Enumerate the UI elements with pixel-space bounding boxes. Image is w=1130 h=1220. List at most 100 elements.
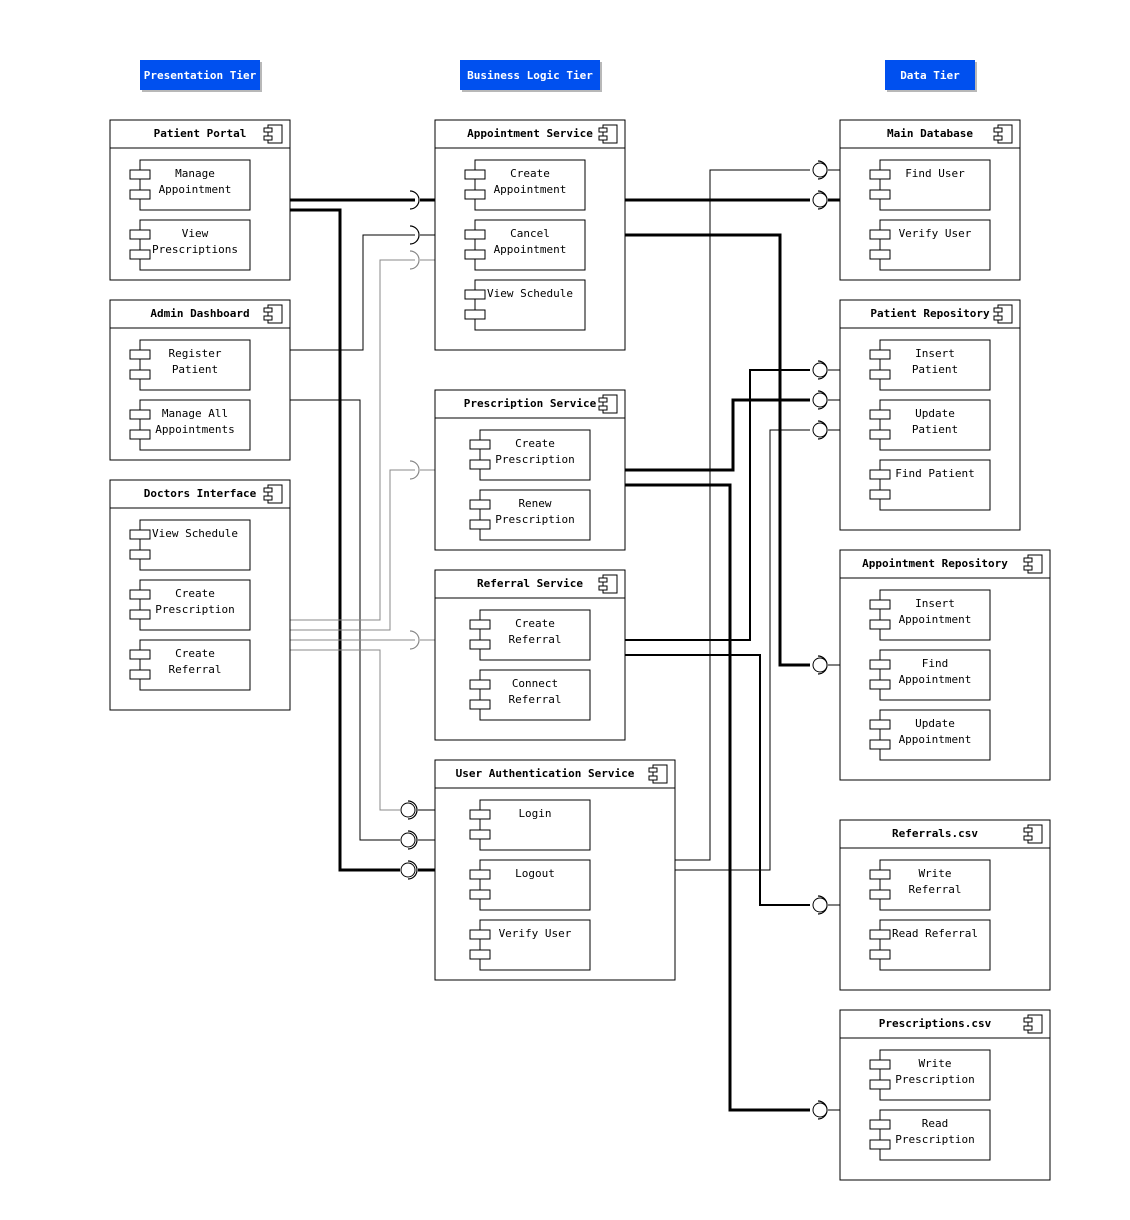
subcomponent-label: Insert: [915, 597, 955, 610]
interface-ball: [812, 657, 828, 673]
connector-line: [290, 208, 400, 872]
interface-socket: [407, 830, 418, 850]
connector-line: [290, 234, 415, 351]
subcomponent-label: Update: [915, 717, 955, 730]
components: Patient PortalManageAppointmentViewPresc…: [109, 119, 1051, 1181]
component-title: Doctors Interface: [144, 487, 257, 500]
interface-ball: [812, 392, 828, 408]
subcomponent-label: Prescription: [155, 603, 234, 616]
component-title: Admin Dashboard: [150, 307, 249, 320]
connector-line: [625, 654, 810, 906]
subcomponent-label: Prescription: [895, 1133, 974, 1146]
subcomponent-label: Patient: [912, 423, 958, 436]
tier-headers: Presentation Tier Business Logic Tier Data…: [140, 60, 977, 92]
subcomponent: Logout: [469, 859, 591, 911]
tier-label-data: Data Tier: [900, 69, 960, 82]
subcomponent: Read Referral: [869, 919, 991, 971]
component-title: Referral Service: [477, 577, 583, 590]
subcomponent-label: View Schedule: [487, 287, 573, 300]
connector-line: [625, 483, 810, 1112]
subcomponent-label: View: [182, 227, 209, 240]
subcomponent: Find User: [869, 159, 991, 211]
subcomponent-label: Appointments: [155, 423, 234, 436]
component-title: Main Database: [887, 127, 973, 140]
connector-line: [625, 398, 810, 472]
component-icon: [1023, 824, 1043, 844]
subcomponent-label: Appointment: [899, 733, 972, 746]
component-appointment-repository: Appointment RepositoryInsertAppointmentF…: [839, 549, 1051, 781]
subcomponent-label: View Schedule: [152, 527, 238, 540]
subcomponent-label: Login: [518, 807, 551, 820]
subcomponent: Verify User: [469, 919, 591, 971]
subcomponent-label: Register: [169, 347, 222, 360]
subcomponent-label: Create: [515, 617, 555, 630]
subcomponent-label: Logout: [515, 867, 555, 880]
interface-ball: [812, 422, 828, 438]
tier-header-business: Business Logic Tier: [460, 60, 602, 92]
component-prescription-service: Prescription ServiceCreatePrescriptionRe…: [434, 389, 626, 551]
component-title: Prescriptions.csv: [879, 1017, 992, 1030]
connector-line: [625, 233, 810, 667]
subcomponent-label: Find: [922, 657, 949, 670]
component-icon: [263, 124, 283, 144]
subcomponent: View Schedule: [129, 519, 251, 571]
subcomponent-label: Appointment: [899, 673, 972, 686]
subcomponent-label: Appointment: [494, 243, 567, 256]
subcomponent-label: Referral: [509, 693, 562, 706]
component-icon: [263, 484, 283, 504]
subcomponent-label: Find User: [905, 167, 965, 180]
subcomponent-label: Update: [915, 407, 955, 420]
connector-line: [290, 469, 415, 631]
subcomponent-label: Referral: [909, 883, 962, 896]
interface-socket: [409, 460, 420, 480]
component-title: Prescription Service: [464, 397, 597, 410]
subcomponent-label: Create: [175, 587, 215, 600]
subcomponent-label: Appointment: [899, 613, 972, 626]
subcomponent-label: Manage All: [162, 407, 228, 420]
interface-socket: [409, 630, 420, 650]
subcomponent-label: Connect: [512, 677, 558, 690]
component-icon: [993, 124, 1013, 144]
component-icon: [598, 124, 618, 144]
subcomponent-label: Appointment: [159, 183, 232, 196]
component-icon: [1023, 554, 1043, 574]
interface-socket: [409, 250, 420, 270]
component-icon: [648, 764, 668, 784]
subcomponent-label: Read: [922, 1117, 949, 1130]
component-title: Referrals.csv: [892, 827, 978, 840]
subcomponent-label: Create: [515, 437, 555, 450]
component-title: User Authentication Service: [456, 767, 635, 780]
component-patient-portal: Patient PortalManageAppointmentViewPresc…: [109, 119, 291, 281]
subcomponent-label: Create: [175, 647, 215, 660]
interface-ball: [812, 362, 828, 378]
subcomponent-label: Write: [918, 1057, 951, 1070]
component-patient-repository: Patient RepositoryInsertPatientUpdatePat…: [839, 299, 1021, 531]
interface-ball: [812, 897, 828, 913]
subcomponent-label: Prescription: [495, 513, 574, 526]
subcomponent-label: Verify User: [899, 227, 972, 240]
subcomponent: Login: [469, 799, 591, 851]
interface-ball: [812, 192, 828, 208]
interface-ball: [400, 862, 416, 878]
subcomponent-label: Cancel: [510, 227, 550, 240]
connectors: [290, 169, 840, 1112]
tier-label-presentation: Presentation Tier: [144, 69, 257, 82]
subcomponent-label: Referral: [509, 633, 562, 646]
tier-header-data: Data Tier: [885, 60, 977, 92]
